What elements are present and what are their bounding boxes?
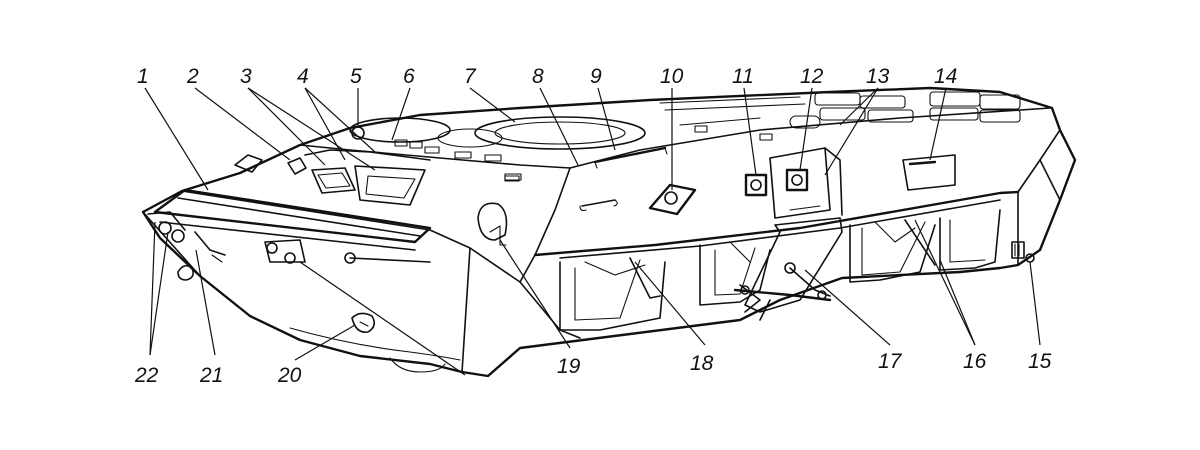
callout-13: 13	[866, 65, 890, 88]
wheel-wells	[559, 209, 1035, 331]
callout-3: 3	[240, 65, 252, 88]
callout-15: 15	[1028, 350, 1052, 373]
callout-8: 8	[532, 65, 544, 88]
deck-details	[349, 91, 1021, 181]
callout-11: 11	[732, 65, 754, 88]
trim-vane	[147, 188, 432, 334]
callout-17: 17	[878, 350, 903, 373]
callout-20: 20	[277, 364, 302, 387]
callout-19: 19	[557, 355, 581, 378]
leader-lines	[144, 87, 1041, 376]
callout-14: 14	[934, 65, 957, 88]
callout-4: 4	[297, 65, 309, 88]
callout-6: 6	[403, 65, 415, 88]
side-step	[733, 217, 843, 321]
callout-12: 12	[800, 65, 824, 88]
callout-10: 10	[660, 65, 684, 88]
callout-16: 16	[963, 350, 987, 373]
callout-21: 21	[199, 364, 223, 387]
side-details	[477, 146, 956, 246]
callout-22: 22	[134, 364, 159, 387]
callout-labels: 1 2 3 4 5 6 7 8 9 10 11 12 13 14 15 16 1…	[134, 65, 1052, 387]
callout-2: 2	[186, 65, 199, 88]
callout-7: 7	[464, 65, 477, 88]
callout-5: 5	[350, 65, 362, 88]
callout-1: 1	[137, 65, 149, 88]
callout-18: 18	[690, 352, 714, 375]
hull	[141, 86, 1077, 378]
callout-9: 9	[590, 65, 602, 88]
front-viewing-hatches	[234, 149, 431, 206]
